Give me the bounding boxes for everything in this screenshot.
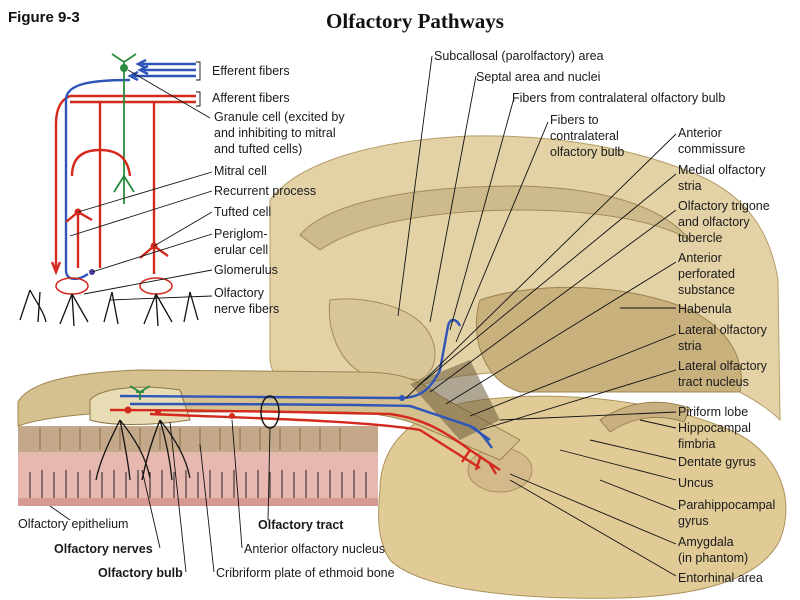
- label-parahippocampal-line2: gyrus: [678, 514, 709, 528]
- inset-circuit-diagram: [19, 53, 199, 327]
- label-olfactory-tract: Olfactory tract: [258, 518, 344, 532]
- inset-granule-cell: [111, 53, 137, 204]
- label-fibers-from-contralateral: Fibers from contralateral olfactory bulb: [512, 91, 725, 105]
- label-fibers-to-contralateral-line2: contralateral: [550, 129, 619, 143]
- label-olfactory-nerve-fibers-line2: nerve fibers: [214, 302, 279, 316]
- figure-number: Figure 9-3: [8, 9, 80, 26]
- epithelium-receptor-cells: [29, 470, 367, 498]
- right-labels: Anterior commissure Medial olfactory str…: [678, 126, 775, 585]
- label-uncus: Uncus: [678, 476, 713, 490]
- label-habenula: Habenula: [678, 302, 732, 316]
- label-afferent-fibers: Afferent fibers: [212, 91, 290, 105]
- label-granule-cell-line1: Granule cell (excited by: [214, 110, 345, 124]
- inset-mitral-dendrites: [65, 210, 93, 268]
- bulb-tufted-cell-body: [155, 409, 161, 415]
- label-entorhinal-area: Entorhinal area: [678, 571, 763, 585]
- label-hippocampal-fimbria-line1: Hippocampal: [678, 421, 751, 435]
- label-olfactory-nerve-fibers-line1: Olfactory: [214, 286, 265, 300]
- label-periglomerular-line2: erular cell: [214, 243, 268, 257]
- inset-recurrent-process: [70, 148, 132, 177]
- label-glomerulus: Glomerulus: [214, 263, 278, 277]
- label-lateral-tract-nucleus-line1: Lateral olfactory: [678, 359, 768, 373]
- bulb-granule-cell: [129, 385, 151, 400]
- label-olfactory-nerves: Olfactory nerves: [54, 542, 153, 556]
- label-piriform-lobe: Piriform lobe: [678, 405, 748, 419]
- anterior-commissure-cell: [399, 395, 405, 401]
- label-olfactory-bulb: Olfactory bulb: [98, 566, 183, 580]
- label-parahippocampal-line1: Parahippocampal: [678, 498, 775, 512]
- label-anterior-perforated-line2: perforated: [678, 267, 735, 281]
- lateral-stria-terminals: [461, 449, 498, 475]
- subcallosal-region: [328, 298, 436, 381]
- label-fibers-to-contralateral-line1: Fibers to: [550, 113, 599, 127]
- label-olfactory-epithelium: Olfactory epithelium: [18, 517, 128, 531]
- afferent-tract-fiber: [109, 408, 501, 471]
- label-olfactory-trigone-line1: Olfactory trigone: [678, 199, 770, 213]
- afferent-tract-fiber-2: [149, 412, 481, 470]
- label-dentate-gyrus: Dentate gyrus: [678, 455, 756, 469]
- label-olfactory-trigone-line2: and olfactory: [678, 215, 750, 229]
- perforated-substance-shadow: [410, 360, 500, 440]
- anterior-olfactory-nucleus-cell: [229, 413, 235, 419]
- top-labels: Subcallosal (parolfactory) area Septal a…: [434, 49, 725, 159]
- label-anterior-olfactory-nucleus: Anterior olfactory nucleus: [244, 542, 385, 556]
- label-granule-cell-line3: and tufted cells): [214, 142, 302, 156]
- inset-efferent-loop: [64, 78, 131, 281]
- label-medial-olfactory-stria-line2: stria: [678, 179, 702, 193]
- efferent-fibers-arrows: [127, 58, 196, 82]
- inset-tufted-dendrites: [139, 245, 169, 274]
- label-cribriform-plate: Cribriform plate of ethmoid bone: [216, 566, 395, 580]
- inset-nerve-fibers: [19, 289, 199, 327]
- label-lateral-olfactory-stria-line2: stria: [678, 339, 702, 353]
- figure-title: Olfactory Pathways: [326, 9, 504, 33]
- label-lateral-olfactory-stria-line1: Lateral olfactory: [678, 323, 768, 337]
- epithelium-base: [18, 498, 378, 506]
- corpus-callosum: [299, 185, 691, 251]
- label-anterior-commissure-line2: commissure: [678, 142, 745, 156]
- inset-glomerulus-left: [55, 277, 89, 295]
- label-recurrent-process: Recurrent process: [214, 184, 316, 198]
- cribriform-plate: [18, 426, 378, 452]
- diencephalon: [475, 286, 742, 393]
- label-olfactory-trigone-line3: tubercle: [678, 231, 723, 245]
- label-amygdala-line2: (in phantom): [678, 551, 748, 565]
- label-medial-olfactory-stria-line1: Medial olfactory: [678, 163, 766, 177]
- label-periglomerular-line1: Periglom-: [214, 227, 268, 241]
- brain-illustration: [17, 135, 787, 599]
- label-mitral-cell: Mitral cell: [214, 164, 267, 178]
- label-subcallosal-area: Subcallosal (parolfactory) area: [434, 49, 604, 63]
- label-granule-cell-line2: and inhibiting to mitral: [214, 126, 336, 140]
- label-anterior-perforated-line3: substance: [678, 283, 735, 297]
- label-anterior-commissure-line1: Anterior: [678, 126, 722, 140]
- label-anterior-perforated-line1: Anterior: [678, 251, 722, 265]
- bulb-mitral-cell-body: [124, 406, 132, 414]
- label-hippocampal-fimbria-line2: fimbria: [678, 437, 716, 451]
- efferent-tract-fiber-2: [129, 402, 491, 441]
- label-tufted-cell: Tufted cell: [214, 205, 271, 219]
- label-lateral-tract-nucleus-line2: tract nucleus: [678, 375, 749, 389]
- label-septal-area: Septal area and nuclei: [476, 70, 600, 84]
- label-efferent-fibers: Efferent fibers: [212, 64, 290, 78]
- inset-granule-cell-body: [120, 64, 128, 72]
- cribriform-holes: [39, 428, 341, 450]
- piriform-branch: [469, 424, 493, 449]
- inset-labels: Efferent fibers Afferent fibers Granule …: [212, 64, 345, 316]
- leader-lines: [49, 55, 677, 577]
- bottom-labels: Olfactory epithelium Olfactory tract Olf…: [18, 517, 395, 580]
- label-amygdala-line1: Amygdala: [678, 535, 734, 549]
- hippocampal-fimbria: [599, 401, 691, 433]
- label-fibers-to-contralateral-line3: olfactory bulb: [550, 145, 624, 159]
